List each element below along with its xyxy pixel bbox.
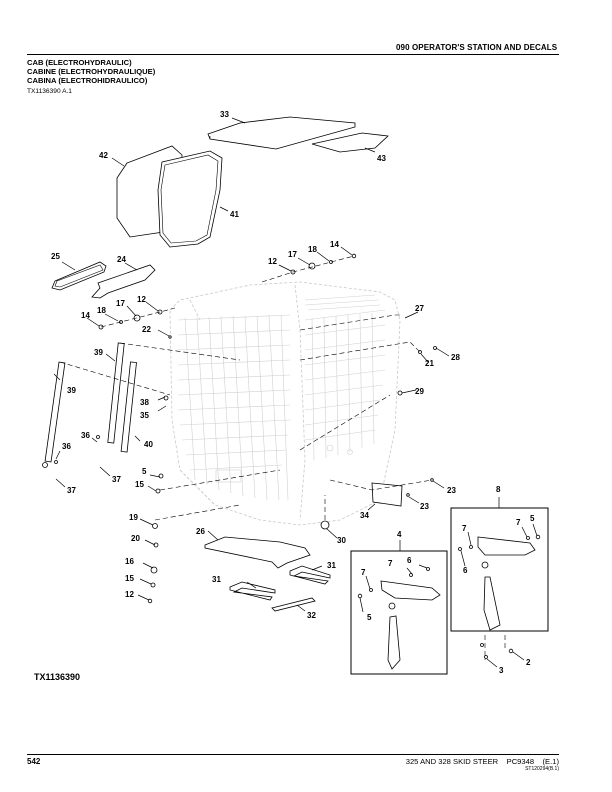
part-26-floor-plate bbox=[204, 536, 311, 569]
callout-35: 35 bbox=[140, 411, 149, 420]
callout-20: 20 bbox=[131, 534, 140, 543]
title-french: CABINE (ELECTROHYDRAULIQUE) bbox=[27, 67, 156, 77]
part-33-roof-panel bbox=[207, 116, 356, 150]
callout-38: 38 bbox=[140, 398, 149, 407]
callout-42: 42 bbox=[99, 151, 108, 160]
callout-34: 34 bbox=[360, 511, 369, 520]
callout-43: 43 bbox=[377, 154, 386, 163]
title-block: CAB (ELECTROHYDRAULIC) CABINE (ELECTROHY… bbox=[27, 58, 155, 86]
callout-36-left: 36 bbox=[62, 442, 71, 451]
callout-39-mid: 39 bbox=[94, 348, 103, 357]
assembly-lines bbox=[59, 255, 433, 521]
part-8-assembly-box bbox=[450, 507, 549, 632]
leader-lines bbox=[53, 117, 538, 668]
footer-code: ST120294(B.1) bbox=[525, 766, 559, 772]
part-25-seal bbox=[51, 261, 107, 291]
callout-2: 2 bbox=[526, 658, 531, 667]
callout-8: 8 bbox=[496, 485, 501, 494]
callout-31-left: 31 bbox=[212, 575, 221, 584]
footer-rule bbox=[27, 754, 559, 755]
callout-5-box4: 5 bbox=[367, 613, 372, 622]
callout-3: 3 bbox=[499, 666, 504, 675]
callout-17-upper: 17 bbox=[288, 250, 297, 259]
callout-21: 21 bbox=[425, 359, 434, 368]
cab-frame-ghost bbox=[169, 281, 401, 526]
callout-26: 26 bbox=[196, 527, 205, 536]
page-number: 542 bbox=[27, 757, 41, 766]
callout-7-box8-right: 7 bbox=[516, 518, 521, 527]
part-31-bracket-a bbox=[289, 565, 331, 585]
part-4-handle bbox=[357, 567, 441, 670]
callout-4: 4 bbox=[397, 530, 402, 539]
callout-40: 40 bbox=[144, 440, 153, 449]
part-34-plate bbox=[371, 482, 403, 507]
callout-39-left: 39 bbox=[67, 386, 76, 395]
catalog-number: PC9348 bbox=[506, 757, 535, 766]
figure-id: TX1136390 bbox=[34, 672, 81, 682]
part-8-handle bbox=[458, 534, 541, 660]
part-24-strip bbox=[91, 264, 156, 299]
callout-28: 28 bbox=[451, 353, 460, 362]
callout-41: 41 bbox=[230, 210, 239, 219]
callout-5-cab: 5 bbox=[142, 467, 147, 476]
callout-22: 22 bbox=[142, 325, 151, 334]
edition: (E.1) bbox=[542, 757, 559, 766]
callout-30: 30 bbox=[337, 536, 346, 545]
callout-5-box8: 5 bbox=[530, 514, 535, 523]
callout-27: 27 bbox=[415, 304, 424, 313]
title-english: CAB (ELECTROHYDRAULIC) bbox=[27, 58, 132, 67]
callout-31-right: 31 bbox=[327, 561, 336, 570]
part-4-assembly-box bbox=[350, 550, 448, 675]
callout-37-left: 37 bbox=[67, 486, 76, 495]
callout-32: 32 bbox=[307, 611, 316, 620]
callout-14-mid: 14 bbox=[81, 311, 90, 320]
callout-25: 25 bbox=[51, 252, 60, 261]
section-header: 090 OPERATOR'S STATION AND DECALS bbox=[396, 43, 558, 52]
callout-33: 33 bbox=[220, 110, 229, 119]
callout-7-box4-mid: 7 bbox=[388, 559, 393, 568]
callout-14-upper: 14 bbox=[330, 240, 339, 249]
part-39-strut-mid bbox=[107, 342, 125, 444]
part-40-strut bbox=[120, 361, 137, 453]
callout-17-mid: 17 bbox=[116, 299, 125, 308]
callout-15-lower: 15 bbox=[125, 574, 134, 583]
header-rule bbox=[27, 54, 559, 55]
part-41-seal bbox=[157, 150, 223, 248]
callout-12-upper: 12 bbox=[268, 257, 277, 266]
callout-23-upper: 23 bbox=[447, 486, 456, 495]
callout-18-upper: 18 bbox=[308, 245, 317, 254]
part-43-panel bbox=[311, 132, 389, 153]
callout-19: 19 bbox=[129, 513, 138, 522]
part-31-bracket-b bbox=[229, 581, 276, 601]
figure-reference: TX1136390 A.1 bbox=[27, 88, 72, 95]
title-spanish: CABINA (ELECTROHIDRAULICO) bbox=[27, 76, 148, 86]
callout-16: 16 bbox=[125, 557, 134, 566]
part-39-strut-left bbox=[42, 361, 66, 468]
callout-18-mid: 18 bbox=[97, 306, 106, 315]
callout-15-cab: 15 bbox=[135, 480, 144, 489]
callout-12-lower: 12 bbox=[125, 590, 134, 599]
footer-manual-info: 325 AND 328 SKID STEER PC9348 (E.1) bbox=[406, 757, 559, 766]
callout-24: 24 bbox=[117, 255, 126, 264]
callout-7-box8-left: 7 bbox=[462, 524, 467, 533]
callout-6-box8: 6 bbox=[463, 566, 468, 575]
callout-12-mid: 12 bbox=[137, 295, 146, 304]
callout-7-box4-left: 7 bbox=[361, 568, 366, 577]
callout-23-lower: 23 bbox=[420, 502, 429, 511]
callout-6-box4: 6 bbox=[407, 556, 412, 565]
callout-37-mid: 37 bbox=[112, 475, 121, 484]
callout-29: 29 bbox=[415, 387, 424, 396]
manual-title: 325 AND 328 SKID STEER bbox=[405, 757, 499, 766]
callout-36-mid: 36 bbox=[81, 431, 90, 440]
part-32-strip bbox=[271, 597, 316, 612]
callout-labels: 33 43 42 41 25 24 12 17 18 14 12 17 18 1… bbox=[51, 110, 535, 675]
